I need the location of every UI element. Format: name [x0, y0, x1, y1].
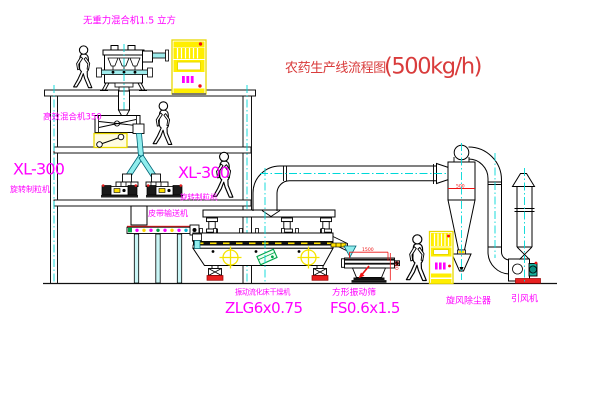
belt-conveyor	[126, 224, 201, 284]
exhaust-duct	[252, 162, 451, 211]
duct-centerlines	[260, 168, 452, 282]
exhaust-stack	[511, 173, 536, 260]
sieve-height-dim: 540	[393, 261, 399, 270]
label-granulator-right-model: XL-300	[178, 163, 230, 182]
label-cyclone: 旋风除尘器	[446, 295, 491, 307]
control-cabinet-right	[428, 230, 454, 285]
person-ground	[405, 234, 427, 282]
label-granulator-left: 旋转制粒机	[10, 184, 50, 194]
label-dryer-model: ZLG6x0.75	[225, 299, 303, 317]
exhaust-pipe	[468, 146, 511, 275]
vibrating-sieve	[341, 257, 400, 283]
sieve-dimensions	[349, 251, 391, 281]
sieve-length-dim: 1500	[362, 247, 374, 253]
label-sieve-model: FS0.6x1.5	[330, 299, 400, 317]
diagram-capacity: (500kg/h)	[384, 54, 481, 80]
fluid-bed-dryer	[192, 209, 357, 281]
label-fan: 引风机	[511, 293, 538, 305]
person-second-floor	[152, 101, 173, 146]
label-granulator-left-model: XL-300	[13, 160, 65, 179]
diagram-title: 农药生产线流程图	[285, 61, 386, 76]
cyclone-dim-label: 500	[456, 183, 465, 189]
granulator-feed-chute	[125, 133, 157, 178]
person-top-floor	[73, 45, 93, 89]
granulator-right	[145, 173, 184, 198]
label-granulator-right: 旋转制粒机	[180, 192, 218, 202]
label-sieve: 方形振动筛	[332, 286, 376, 298]
granulator-down-duct	[130, 205, 148, 226]
label-belt-conveyor: 皮带输送机	[148, 208, 188, 218]
label-top-mixer: 无重力混合机1.5 立方	[83, 15, 176, 27]
label-dryer: 振动流化床干燥机	[235, 288, 291, 297]
control-cabinet-top	[171, 39, 207, 95]
label-mixer350: 高效混合机350	[43, 112, 102, 123]
high-efficiency-mixer	[93, 109, 145, 149]
gravity-free-mixer	[96, 45, 169, 92]
granulator-left	[100, 173, 139, 198]
